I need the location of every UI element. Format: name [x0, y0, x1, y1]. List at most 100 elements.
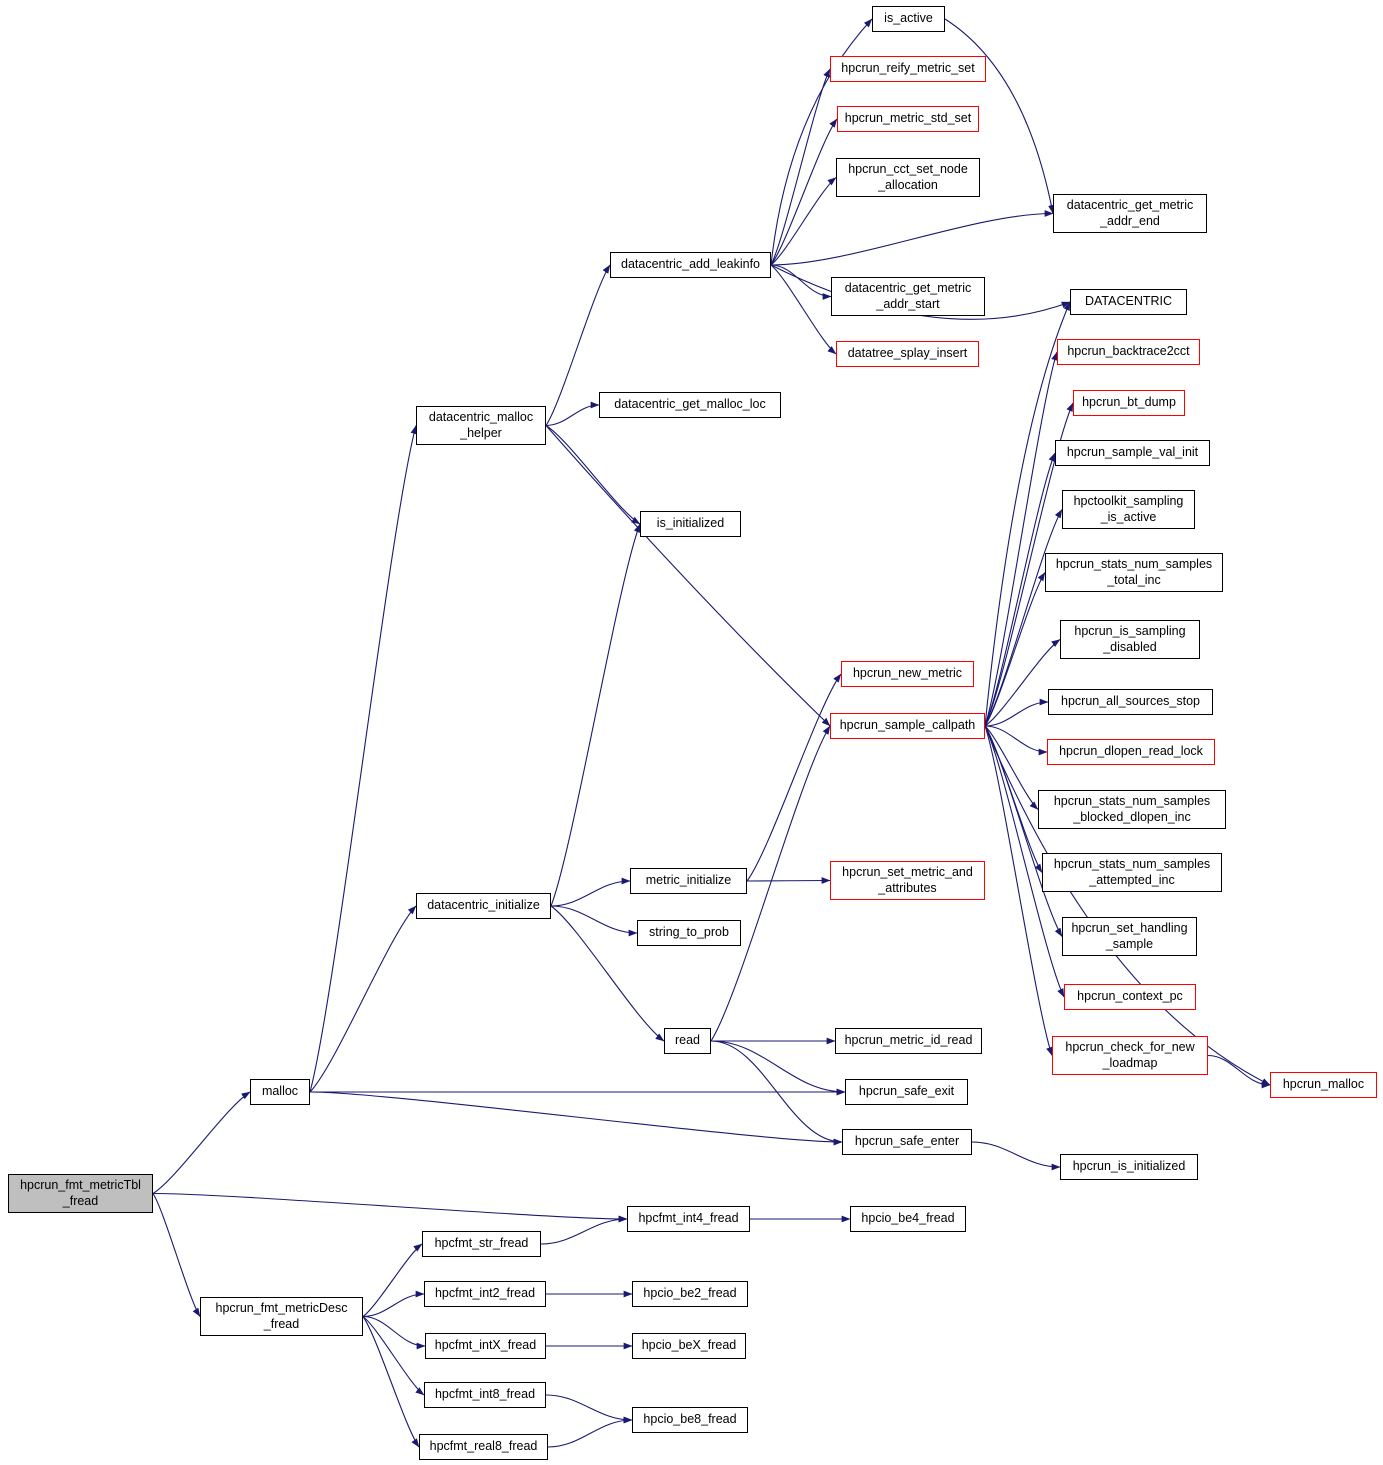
edge-real8_fread-to-be8_fread [547, 1416, 633, 1448]
edge-str_fread-to-int4_fread [540, 1215, 628, 1245]
edge-int8_fread-to-be8_fread [545, 1394, 633, 1424]
node-dlopen_read_lock[interactable]: hpcrun_dlopen_read_lock [1047, 739, 1215, 765]
edge-sample_callpath-to-DATACENTRIC [984, 301, 1071, 727]
node-reify_metric_set[interactable]: hpcrun_reify_metric_set [830, 56, 986, 82]
node-datacentric_initialize[interactable]: datacentric_initialize [416, 893, 551, 919]
edge-malloc_helper-to-sample_callpath [545, 425, 831, 727]
edge-malloc_helper-to-is_initialized [545, 425, 641, 525]
node-check_for_new_loadmap[interactable]: hpcrun_check_for_new _loadmap [1052, 1036, 1208, 1075]
node-safe_exit[interactable]: hpcrun_safe_exit [845, 1079, 968, 1105]
edge-sample_callpath-to-is_sampling_disabled [984, 639, 1061, 727]
node-str_fread[interactable]: hpcfmt_str_fread [422, 1231, 541, 1257]
node-metricDesc_fread[interactable]: hpcrun_fmt_metricDesc _fread [200, 1297, 363, 1336]
edge-metricDesc_fread-to-str_fread [362, 1243, 423, 1317]
node-samples_blocked[interactable]: hpcrun_stats_num_samples _blocked_dlopen… [1038, 790, 1226, 829]
edge-malloc-to-malloc_helper [309, 425, 418, 1093]
node-be8_fread[interactable]: hpcio_be8_fread [632, 1407, 748, 1433]
edge-datacentric_initialize-to-metric_initialize [550, 877, 631, 907]
edge-add_leakinfo-to-DATACENTRIC [770, 264, 1071, 320]
node-get_metric_addr_start[interactable]: datacentric_get_metric _addr_start [831, 277, 985, 316]
node-intX_fread[interactable]: hpcfmt_intX_fread [425, 1333, 546, 1359]
edge-sample_callpath-to-samples_blocked [984, 725, 1039, 810]
node-sample_val_init[interactable]: hpcrun_sample_val_init [1055, 440, 1210, 466]
edge-sample_callpath-to-sample_val_init [984, 452, 1056, 727]
node-safe_enter[interactable]: hpcrun_safe_enter [842, 1129, 972, 1155]
node-metric_id_read[interactable]: hpcrun_metric_id_read [835, 1028, 982, 1054]
edge-metricTbl_fread-to-malloc [152, 1091, 251, 1194]
node-be2_fread[interactable]: hpcio_be2_fread [632, 1281, 748, 1307]
node-new_metric[interactable]: hpcrun_new_metric [841, 661, 974, 687]
edge-add_leakinfo-to-cct_set_node_alloc [770, 177, 837, 266]
node-cct_set_node_alloc[interactable]: hpcrun_cct_set_node _allocation [836, 158, 980, 197]
edge-datacentric_initialize-to-is_initialized [550, 523, 641, 907]
node-get_malloc_loc[interactable]: datacentric_get_malloc_loc [599, 392, 781, 418]
edge-metricTbl_fread-to-int4_fread [152, 1192, 628, 1223]
node-int8_fread[interactable]: hpcfmt_int8_fread [424, 1382, 546, 1408]
edge-malloc-to-safe_enter [309, 1091, 843, 1146]
node-add_leakinfo[interactable]: datacentric_add_leakinfo [610, 252, 771, 278]
node-metricTbl_fread: hpcrun_fmt_metricTbl _fread [8, 1174, 153, 1213]
edge-add_leakinfo-to-datatree_splay_insert [770, 264, 837, 355]
node-get_metric_addr_end[interactable]: datacentric_get_metric _addr_end [1053, 194, 1207, 233]
edge-sample_callpath-to-bt_dump [984, 402, 1074, 727]
edge-malloc_helper-to-get_malloc_loc [545, 401, 600, 427]
edge-metric_initialize-to-new_metric [746, 673, 842, 882]
edge-check_for_new_loadmap-to-hpcrun_malloc [1207, 1054, 1271, 1089]
edge-add_leakinfo-to-get_metric_addr_end [770, 210, 1054, 266]
edge-sample_callpath-to-all_sources_stop [984, 698, 1049, 727]
edge-sample_callpath-to-context_pc [984, 725, 1065, 998]
edge-read-to-safe_exit [710, 1040, 846, 1096]
edge-add_leakinfo-to-metric_std_set [770, 118, 838, 266]
edge-malloc_helper-to-add_leakinfo [545, 264, 611, 426]
node-be4_fread[interactable]: hpcio_be4_fread [850, 1206, 966, 1232]
node-context_pc[interactable]: hpcrun_context_pc [1064, 984, 1196, 1010]
edge-read-to-sample_callpath [710, 725, 831, 1042]
node-metric_std_set[interactable]: hpcrun_metric_std_set [837, 106, 979, 132]
node-string_to_prob[interactable]: string_to_prob [637, 920, 741, 946]
node-DATACENTRIC[interactable]: DATACENTRIC [1070, 289, 1187, 315]
edge-sample_callpath-to-backtrace2cct [984, 351, 1058, 727]
edge-sample_callpath-to-check_for_new_loadmap [984, 725, 1053, 1056]
edge-add_leakinfo-to-is_active [770, 18, 873, 266]
edge-metricDesc_fread-to-real8_fread [362, 1316, 420, 1448]
node-read[interactable]: read [664, 1028, 711, 1054]
edge-is_active-to-get_metric_addr_end [944, 18, 1055, 214]
node-is_sampling_disabled[interactable]: hpcrun_is_sampling _disabled [1060, 620, 1200, 659]
node-int2_fread[interactable]: hpcfmt_int2_fread [424, 1281, 546, 1307]
node-set_handling_sample[interactable]: hpcrun_set_handling _sample [1062, 917, 1197, 956]
edge-sample_callpath-to-samples_total_inc [984, 572, 1046, 727]
edge-sample_callpath-to-hpcrun_malloc [984, 725, 1271, 1086]
node-datatree_splay_insert[interactable]: datatree_splay_insert [836, 341, 979, 367]
edge-read-to-safe_enter [710, 1040, 843, 1146]
node-real8_fread[interactable]: hpcfmt_real8_fread [419, 1434, 548, 1460]
edge-sample_callpath-to-set_handling_sample [984, 725, 1063, 937]
node-is_active[interactable]: is_active [872, 6, 945, 32]
node-is_initialized[interactable]: is_initialized [640, 511, 741, 537]
node-hpcrun_is_initialized[interactable]: hpcrun_is_initialized [1060, 1154, 1198, 1180]
node-int4_fread[interactable]: hpcfmt_int4_fread [627, 1206, 750, 1232]
node-set_metric_and_attr[interactable]: hpcrun_set_metric_and _attributes [830, 861, 985, 900]
edge-datacentric_initialize-to-read [550, 905, 665, 1042]
node-sampling_is_active[interactable]: hpctoolkit_sampling _is_active [1062, 490, 1195, 529]
edge-add_leakinfo-to-get_metric_addr_start [770, 264, 832, 300]
node-all_sources_stop[interactable]: hpcrun_all_sources_stop [1048, 689, 1213, 715]
node-hpcrun_malloc[interactable]: hpcrun_malloc [1270, 1072, 1377, 1098]
node-metric_initialize[interactable]: metric_initialize [630, 868, 747, 894]
edge-metricTbl_fread-to-metricDesc_fread [152, 1193, 201, 1317]
edge-metricDesc_fread-to-intX_fread [362, 1315, 426, 1350]
node-samples_attempted[interactable]: hpcrun_stats_num_samples _attempted_inc [1042, 853, 1222, 892]
node-samples_total_inc[interactable]: hpcrun_stats_num_samples _total_inc [1045, 553, 1223, 592]
node-beX_fread[interactable]: hpcio_beX_fread [632, 1333, 746, 1359]
node-malloc_helper[interactable]: datacentric_malloc _helper [416, 406, 546, 445]
node-backtrace2cct[interactable]: hpcrun_backtrace2cct [1057, 339, 1200, 365]
edge-safe_enter-to-hpcrun_is_initialized [971, 1141, 1061, 1171]
edge-metricDesc_fread-to-int2_fread [362, 1290, 425, 1318]
node-malloc[interactable]: malloc [250, 1079, 310, 1105]
node-sample_callpath[interactable]: hpcrun_sample_callpath [830, 713, 985, 739]
edge-malloc-to-datacentric_initialize [309, 905, 417, 1093]
node-bt_dump[interactable]: hpcrun_bt_dump [1073, 390, 1185, 416]
edge-metricDesc_fread-to-int8_fread [362, 1316, 425, 1396]
edge-sample_callpath-to-dlopen_read_lock [984, 725, 1048, 756]
